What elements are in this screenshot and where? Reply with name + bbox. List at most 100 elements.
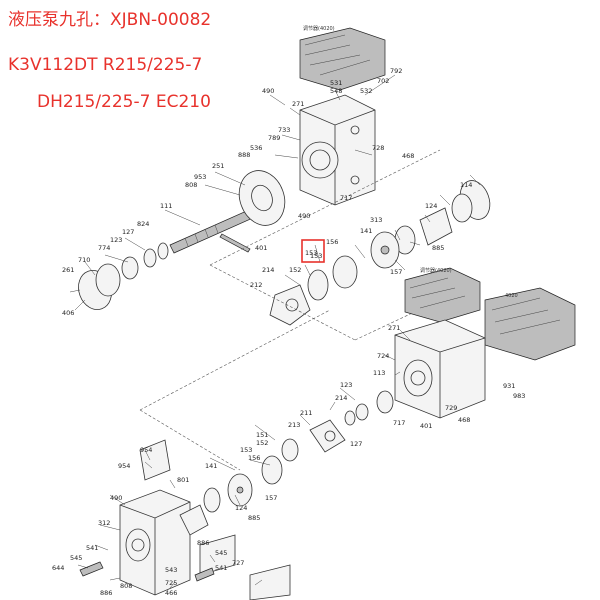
part-label: 789 (268, 134, 280, 142)
part-label: 727 (232, 559, 244, 567)
part-label: 212 (250, 281, 262, 289)
part-label: 406 (62, 309, 74, 317)
part-label: 312 (98, 519, 110, 527)
part-label: 886 (100, 589, 112, 597)
part-label: 153 (310, 252, 322, 260)
part-label: 983 (513, 392, 525, 400)
part-label: 801 (177, 476, 189, 484)
header-line-3: DH215/225-7 EC210 (37, 92, 211, 112)
part-label: 931 (503, 382, 515, 390)
part-label: 531 (330, 79, 342, 87)
part-label: 954 (118, 462, 130, 470)
part-label: 885 (432, 244, 444, 252)
part-label: 114 (460, 181, 472, 189)
part-label: 702 (377, 77, 389, 85)
part-label: 888 (238, 151, 250, 159)
part-label: 156 (248, 454, 260, 462)
cylinder-block-upper (307, 180, 491, 301)
part-label: 490 (262, 87, 274, 95)
rod-401 (219, 233, 251, 253)
part-label: 152 (256, 439, 268, 447)
part-label: 729 (445, 404, 457, 412)
highlighted-part-153[interactable]: 153 (301, 239, 325, 263)
part-label: 156 (326, 238, 338, 246)
label-upper-regulator: 调节器(4020) (303, 25, 335, 32)
part-label: 214 (262, 266, 274, 274)
part-label: 401 (420, 422, 432, 430)
part-label: 153 (240, 446, 252, 454)
flange-251 (238, 170, 286, 226)
part-label: 717 (393, 419, 405, 427)
assembly-outline-upper (209, 149, 441, 341)
part-label: 710 (78, 256, 90, 264)
label-right-pump: 4020 (505, 293, 518, 299)
part-label: 953 (194, 173, 206, 181)
part-label: 151 (256, 431, 268, 439)
part-label: 213 (288, 421, 300, 429)
part-label: 532 (360, 87, 372, 95)
part-label: 313 (370, 216, 382, 224)
part-label: 792 (390, 67, 402, 75)
part-label: 124 (235, 504, 247, 512)
part-label: 271 (388, 324, 400, 332)
part-label: 541 (215, 564, 227, 572)
part-label: 127 (350, 440, 362, 448)
part-label: 824 (137, 220, 149, 228)
middle-parts (281, 390, 394, 462)
part-label: 468 (402, 152, 414, 160)
part-label: 271 (292, 100, 304, 108)
upper-regulator-assembly: 调节器(4020) (299, 25, 386, 91)
part-label: 111 (160, 202, 172, 210)
part-label: 152 (289, 266, 301, 274)
part-label: 885 (248, 514, 260, 522)
part-label: 251 (212, 162, 224, 170)
part-label: 113 (373, 369, 385, 377)
part-label: 954 (140, 446, 152, 454)
seal-rings-left (78, 242, 169, 310)
part-label: 733 (278, 126, 290, 134)
part-label: 127 (122, 228, 134, 236)
part-label: 536 (250, 144, 262, 152)
part-label: 124 (425, 202, 437, 210)
part-label: 157 (265, 494, 277, 502)
lower-regulator-assembly: 调节器(4020) (404, 267, 481, 323)
part-label: 545 (215, 549, 227, 557)
part-label: 466 (165, 589, 177, 597)
part-label: 468 (458, 416, 470, 424)
part-label: 886 (197, 539, 209, 547)
part-label: 157 (390, 268, 402, 276)
part-label: 123 (110, 236, 122, 244)
part-label: 141 (205, 462, 217, 470)
part-label: 541 (86, 544, 98, 552)
part-label: 141 (360, 227, 372, 235)
part-label: 548 (330, 87, 342, 95)
header-line-1: 液压泵九孔：XJBN-00082 (8, 10, 212, 30)
assembly-outline-lower (139, 309, 331, 471)
part-label: 214 (335, 394, 347, 402)
part-label: 774 (98, 244, 110, 252)
right-pump-photo-sketch: 4020 (484, 287, 576, 361)
part-label: 728 (372, 144, 384, 152)
part-label: 545 (70, 554, 82, 562)
part-label: 543 (165, 566, 177, 574)
part-label: 644 (52, 564, 64, 572)
pump-housing-lower (394, 319, 486, 419)
part-label: 490 (110, 494, 122, 502)
part-label: 401 (255, 244, 267, 252)
part-label: 725 (165, 579, 177, 587)
part-label: 717 (340, 194, 352, 202)
part-label: 724 (377, 352, 389, 360)
highlight-label: 153 (305, 249, 317, 257)
part-label: 261 (62, 266, 74, 274)
header-line-2: K3V112DT R215/225-7 (8, 55, 203, 75)
lower-rotating-group (79, 455, 291, 600)
part-label: 808 (120, 582, 132, 590)
gear-pump-212 (269, 284, 311, 326)
part-label: 808 (185, 181, 197, 189)
part-label: 211 (300, 409, 312, 417)
part-label: 490 (298, 212, 310, 220)
pump-housing-upper (299, 94, 376, 206)
part-label: 123 (340, 381, 352, 389)
lower-valve-block (119, 439, 191, 596)
